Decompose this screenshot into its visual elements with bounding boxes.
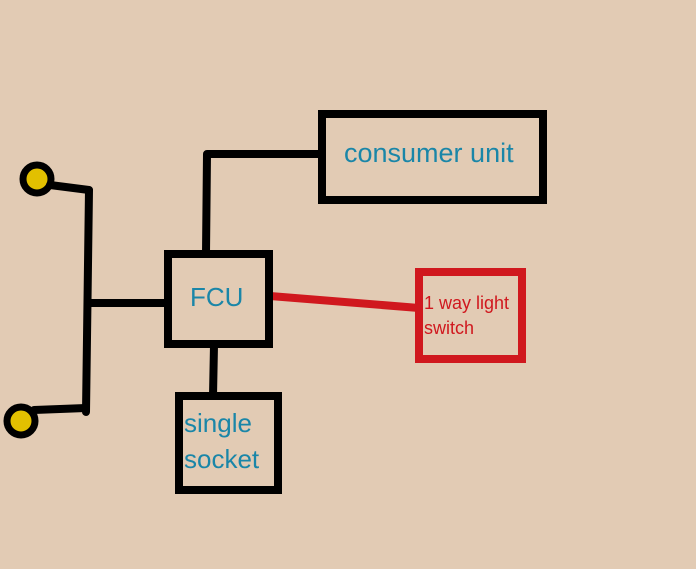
consumer-unit-label: consumer unit (344, 138, 514, 168)
wire-fcu-to-switch (266, 292, 423, 312)
wire-light-bottom (30, 404, 90, 414)
consumer-unit-box (318, 110, 547, 204)
single-socket-label-line2: socket (184, 444, 260, 474)
wire-light-top (46, 181, 93, 194)
wire-fcu-to-socket (209, 341, 218, 400)
single-socket-box (175, 392, 282, 494)
light-switch-label-line1: 1 way light (424, 293, 510, 313)
single-socket-label-line1: single (184, 408, 252, 438)
light-switch-box (415, 268, 526, 363)
light-fitting-bottom (3, 403, 39, 439)
fcu-label: FCU (190, 282, 244, 312)
light-fitting-top (19, 161, 55, 197)
wire-fcu-to-consumer-unit (202, 150, 326, 257)
light-switch-label-line2: switch (424, 318, 475, 338)
fcu-box (164, 250, 273, 348)
